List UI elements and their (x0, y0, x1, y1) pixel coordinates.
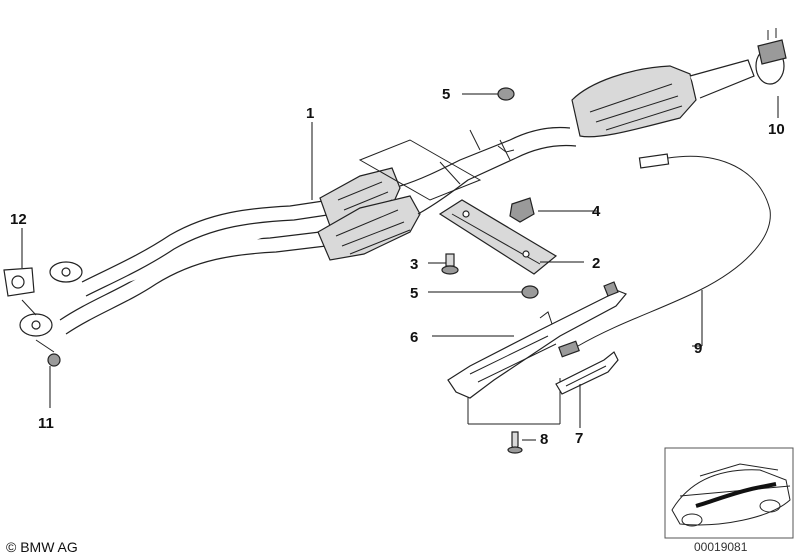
hex-nut-bottom (521, 285, 539, 299)
rear-catalytic-converter (571, 59, 755, 138)
callout-8: 8 (540, 431, 548, 448)
leader-lines (21, 93, 779, 441)
oxygen-sensor-cable (558, 153, 771, 358)
callout-4: 4 (592, 203, 601, 220)
rubber-mount (509, 197, 535, 223)
wire-holder (555, 351, 619, 395)
callout-5-top: 5 (442, 86, 450, 103)
callout-6: 6 (410, 329, 418, 346)
callout-10: 10 (768, 121, 785, 138)
callout-7: 7 (575, 430, 583, 447)
callout-5-bottom: 5 (410, 285, 418, 302)
callout-2: 2 (592, 255, 600, 272)
front-pipe-with-catalysts (19, 126, 577, 337)
callout-12: 12 (10, 211, 27, 228)
flange-nut (47, 353, 61, 367)
image-number: 00019081 (694, 540, 748, 554)
sensor-bracket (447, 281, 627, 399)
callout-9: 9 (694, 340, 702, 357)
hex-nut-top (497, 87, 515, 101)
copyright-notice: © BMW AG (6, 539, 78, 555)
pipe-clamp (755, 28, 787, 85)
callout-11: 11 (38, 415, 54, 432)
callout-1: 1 (306, 105, 314, 122)
self-tapping-screw (507, 431, 523, 454)
vehicle-location-thumbnail (664, 447, 794, 539)
hex-bolt (441, 253, 459, 275)
mounting-plate (438, 199, 558, 275)
flange-gasket (3, 267, 35, 297)
callout-3: 3 (410, 256, 418, 273)
